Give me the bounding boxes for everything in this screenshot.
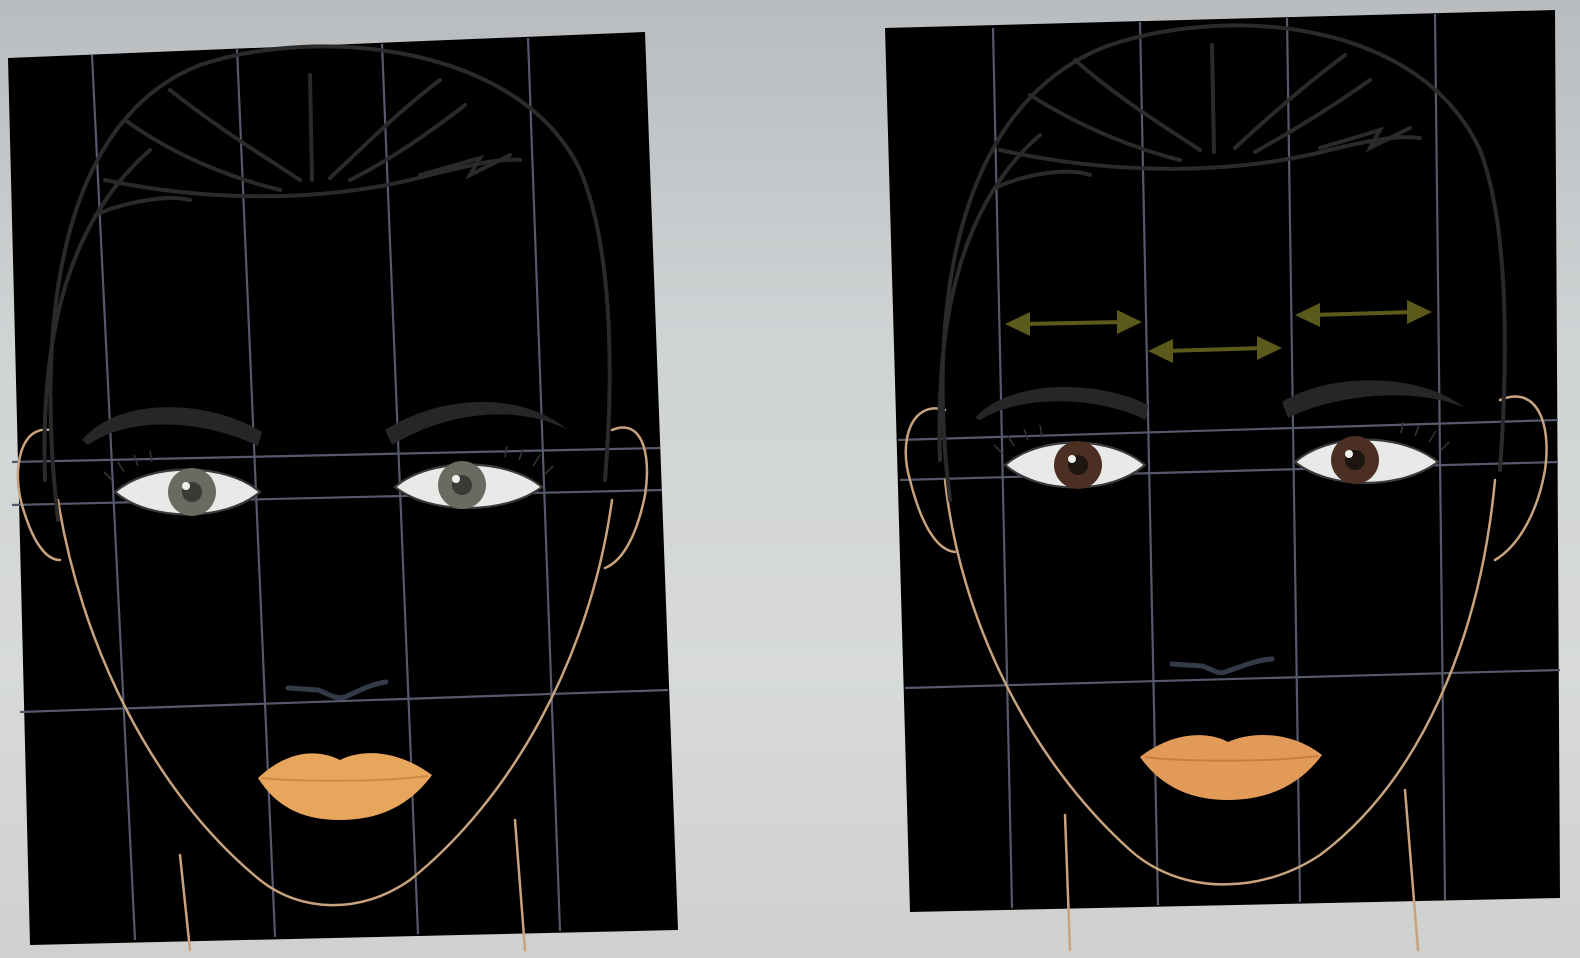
- hair-strand: [310, 75, 312, 180]
- face-right: [885, 10, 1560, 950]
- face-left: [8, 32, 678, 950]
- hair-strand: [1212, 45, 1214, 152]
